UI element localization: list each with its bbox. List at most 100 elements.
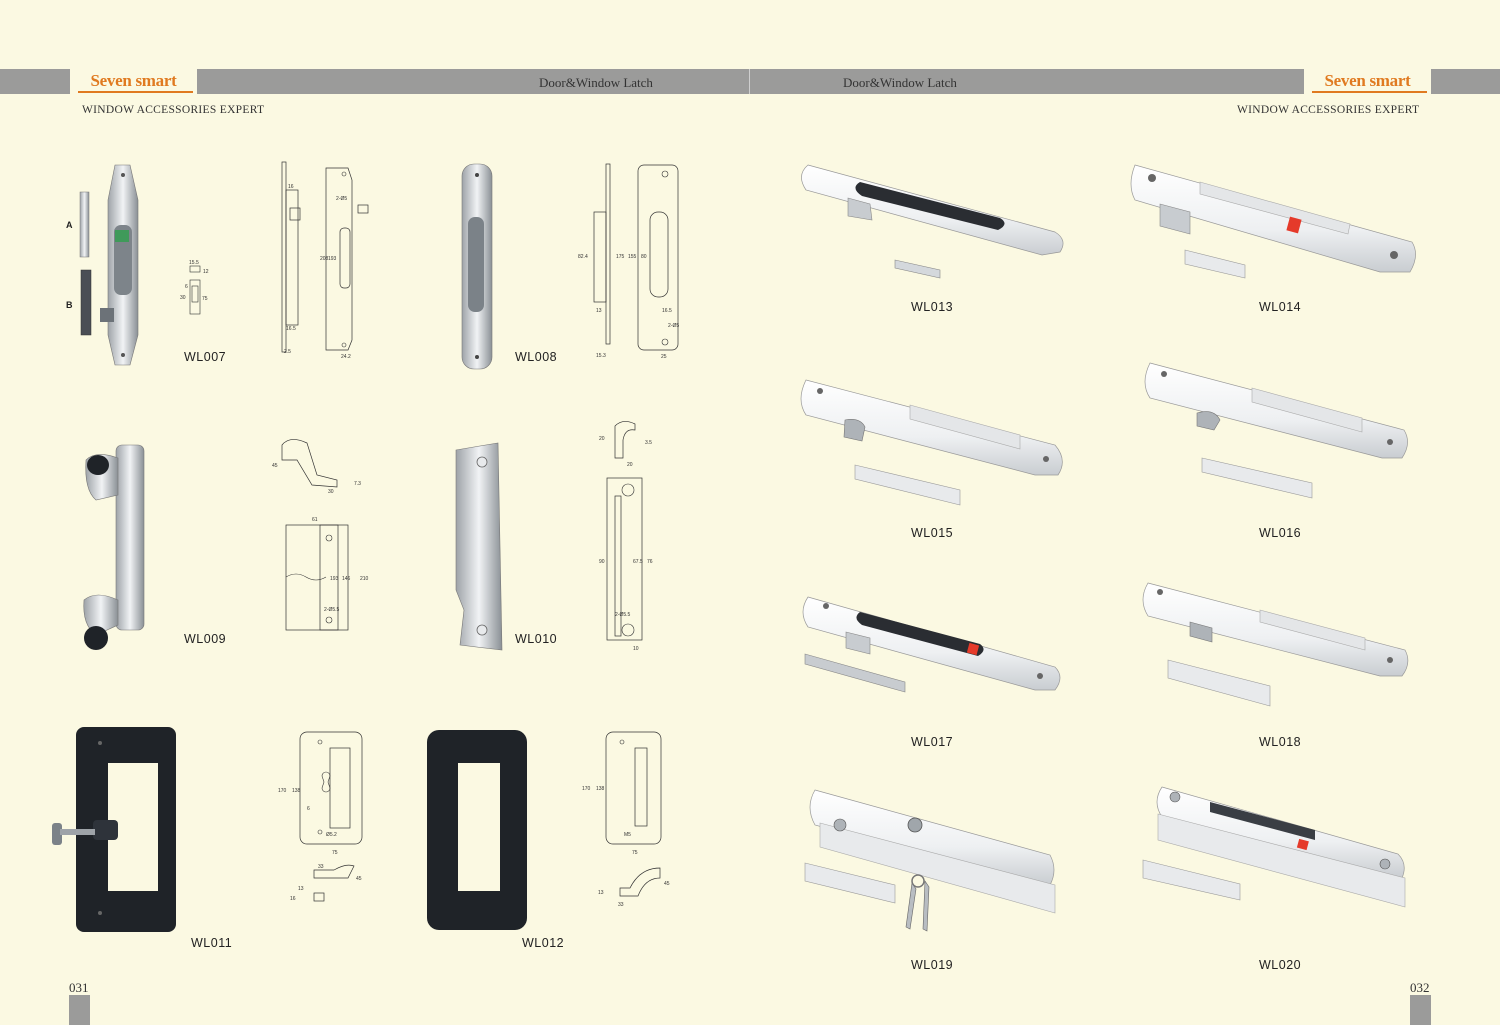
svg-text:2-Ø5: 2-Ø5 [668, 323, 679, 329]
wl014-product-image [1130, 164, 1416, 279]
product-code-wl011: WL011 [191, 936, 233, 950]
svg-text:80: 80 [641, 254, 647, 260]
wl018-product-image [1142, 582, 1409, 707]
wl010-product-image [455, 442, 503, 651]
svg-text:193: 193 [330, 576, 339, 582]
svg-text:210: 210 [360, 576, 369, 582]
product-code-wl009: WL009 [184, 632, 227, 646]
svg-text:75: 75 [202, 296, 208, 302]
svg-text:90: 90 [599, 559, 605, 565]
wl016-product-image [1144, 362, 1408, 499]
product-code-wl007: WL007 [184, 350, 227, 364]
header-title-right: Door&Window Latch [843, 75, 957, 90]
svg-text:45: 45 [272, 463, 278, 469]
svg-text:2.5: 2.5 [284, 349, 291, 355]
svg-text:138: 138 [596, 786, 605, 792]
product-code-wl019: WL019 [911, 958, 954, 972]
wl012-technical-drawing: 170 138 M5 75 13 45 33 [582, 731, 670, 908]
svg-text:146: 146 [342, 576, 351, 582]
wl017-product-image [802, 596, 1061, 693]
footer-bar-right [1410, 995, 1431, 1025]
wl013-product-image [801, 164, 1064, 279]
svg-text:138: 138 [292, 788, 301, 794]
product-code-wl014: WL014 [1259, 300, 1302, 314]
product-code-wl015: WL015 [911, 526, 954, 540]
svg-text:Ø5.2: Ø5.2 [326, 832, 337, 838]
product-code-wl017: WL017 [911, 735, 954, 749]
svg-text:2-Ø5.5: 2-Ø5.5 [324, 607, 340, 613]
svg-text:33: 33 [318, 864, 324, 870]
svg-text:M5: M5 [624, 832, 631, 838]
svg-text:175: 175 [616, 254, 625, 260]
svg-text:76: 76 [647, 559, 653, 565]
wl009-product-image [83, 444, 145, 650]
svg-text:82.4: 82.4 [578, 254, 588, 260]
wl012-product-image [427, 730, 527, 930]
svg-text:16.5: 16.5 [662, 308, 672, 314]
svg-text:13: 13 [598, 890, 604, 896]
svg-text:30: 30 [180, 295, 186, 301]
svg-text:16: 16 [290, 896, 296, 902]
tagline-left: WINDOW ACCESSORIES EXPERT [82, 104, 265, 116]
svg-text:12: 12 [203, 269, 209, 275]
svg-text:24.2: 24.2 [341, 354, 351, 360]
svg-text:20: 20 [599, 436, 605, 442]
page-number-right: 032 [1410, 980, 1430, 995]
svg-text:33: 33 [618, 902, 624, 908]
tagline-right: WINDOW ACCESSORIES EXPERT [1237, 104, 1420, 116]
svg-text:2-Ø5: 2-Ø5 [336, 196, 347, 202]
svg-text:75: 75 [632, 850, 638, 856]
footer-bar-left [69, 995, 90, 1025]
marker-a: A [66, 220, 73, 230]
svg-text:3.5: 3.5 [645, 440, 652, 446]
svg-text:6: 6 [307, 806, 310, 812]
svg-text:10: 10 [633, 646, 639, 652]
svg-text:30: 30 [328, 489, 334, 495]
svg-text:75: 75 [332, 850, 338, 856]
svg-text:25: 25 [661, 354, 667, 360]
wl020-product-image [1142, 786, 1406, 908]
logo-left: Seven smart [70, 69, 197, 96]
svg-text:13: 13 [298, 886, 304, 892]
svg-text:208: 208 [320, 256, 329, 262]
logo-text-left: Seven smart [90, 71, 177, 90]
wl007-small-drawing: 15.5 12 6 30 75 [180, 260, 209, 315]
logo-text-right: Seven smart [1324, 71, 1411, 90]
svg-text:13: 13 [596, 308, 602, 314]
marker-b: B [66, 300, 73, 310]
svg-text:20: 20 [627, 462, 633, 468]
svg-text:193: 193 [328, 256, 337, 262]
svg-text:45: 45 [664, 881, 670, 887]
svg-text:45: 45 [356, 876, 362, 882]
product-code-wl013: WL013 [911, 300, 954, 314]
page-number-left: 031 [69, 980, 89, 995]
svg-text:170: 170 [278, 788, 287, 794]
svg-text:15.3: 15.3 [596, 353, 606, 359]
product-code-wl012: WL012 [522, 936, 565, 950]
header-title-left: Door&Window Latch [539, 75, 653, 90]
logo-right: Seven smart [1304, 69, 1431, 96]
svg-text:7.3: 7.3 [354, 481, 361, 487]
product-code-wl018: WL018 [1259, 735, 1302, 749]
wl015-product-image [800, 379, 1063, 506]
svg-text:15.5: 15.5 [189, 260, 199, 266]
wl007-product-image [79, 164, 139, 366]
svg-text:16: 16 [288, 184, 294, 190]
svg-text:155: 155 [628, 254, 637, 260]
wl019-product-image [804, 789, 1056, 932]
svg-text:16.5: 16.5 [286, 326, 296, 332]
product-code-wl010: WL010 [515, 632, 558, 646]
product-code-wl020: WL020 [1259, 958, 1302, 972]
svg-text:6: 6 [185, 284, 188, 290]
product-code-wl016: WL016 [1259, 526, 1302, 540]
svg-text:61: 61 [312, 517, 318, 523]
svg-text:2-Ø5.5: 2-Ø5.5 [615, 612, 631, 618]
product-code-wl008: WL008 [515, 350, 558, 364]
svg-text:170: 170 [582, 786, 591, 792]
spine-divider [749, 69, 750, 94]
